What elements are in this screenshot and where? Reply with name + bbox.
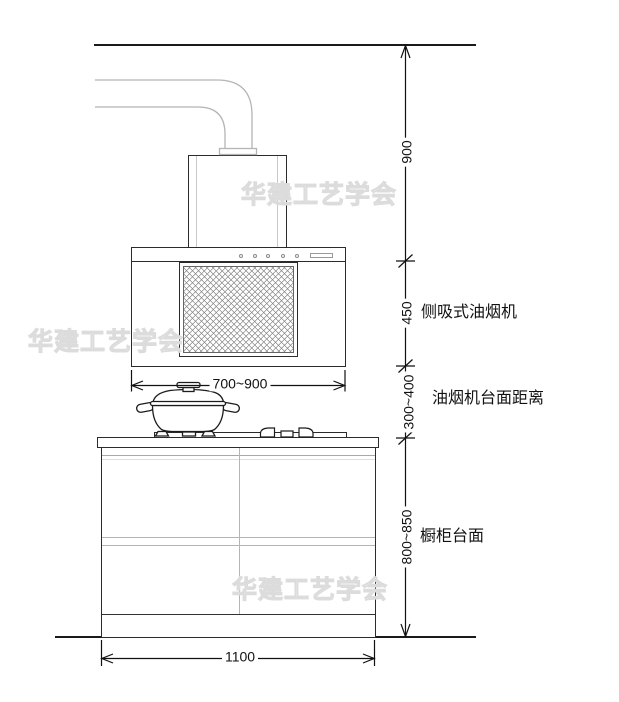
- hood-button-icon: [253, 254, 257, 258]
- hood-chimney: [188, 155, 287, 248]
- label-cabinet-countertop: 橱柜台面: [420, 528, 485, 545]
- dim-value-300-400: 300~400: [400, 371, 417, 433]
- cabinet-drawer-line: [102, 537, 375, 538]
- watermark-text: 华建工艺学会: [240, 181, 398, 209]
- dim-value-hood-width: 700~900: [209, 375, 271, 392]
- exhaust-duct: [95, 79, 258, 156]
- hood-button-icon: [239, 254, 243, 258]
- cabinet-toekick-line: [102, 614, 375, 615]
- dim-value-900: 900: [398, 137, 415, 167]
- chimney-panel-line: [196, 156, 197, 247]
- chimney-panel-line: [277, 156, 278, 247]
- hood-filter-frame: [179, 262, 298, 357]
- label-side-suction-hood: 侧吸式油烟机: [421, 304, 518, 321]
- cabinet-center-divider: [239, 448, 240, 614]
- hood-button-icon: [281, 254, 285, 258]
- cabinet-rail-line: [102, 459, 375, 460]
- dim-value-450: 450: [398, 298, 415, 328]
- hood-display-panel: [310, 253, 333, 258]
- hood-button-icon: [295, 254, 299, 258]
- cabinet-rail-line: [102, 455, 375, 456]
- hood-button-icon: [266, 254, 270, 258]
- right-burner: [259, 427, 314, 438]
- dim-value-800-850: 800~850: [398, 506, 415, 568]
- hood-filter-mesh: [183, 266, 294, 353]
- hood-control-strip: [132, 248, 345, 262]
- base-cabinet: [101, 447, 376, 638]
- ceiling-line: [94, 44, 476, 46]
- range-hood-body: [131, 247, 346, 367]
- watermark-text: 华建工艺学会: [27, 328, 185, 356]
- dim-value-cabinet-width: 1100: [221, 648, 259, 665]
- watermark-text: 华建工艺学会: [231, 576, 389, 604]
- cabinet-drawer-line: [102, 545, 375, 546]
- cooking-pot: [136, 381, 240, 437]
- label-hood-countertop-distance: 油烟机台面距离: [432, 390, 545, 407]
